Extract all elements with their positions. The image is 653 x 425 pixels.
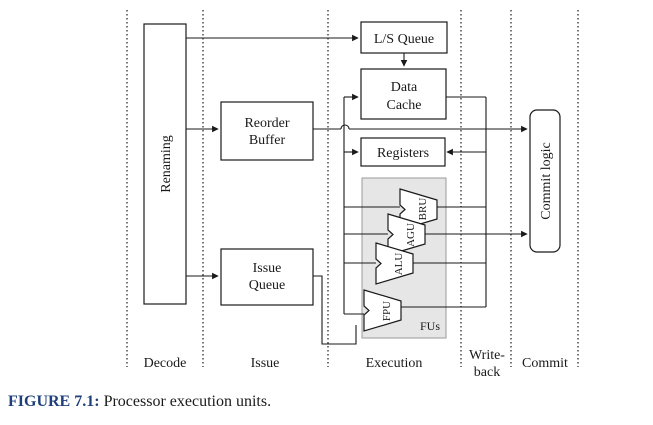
ls-queue-block: L/S Queue	[360, 21, 448, 54]
stage-labels: Decode Issue Execution Write- back Commi…	[144, 348, 568, 380]
stage-writeback-2: back	[474, 365, 500, 380]
figure-caption: FIGURE 7.1: Processor execution units.	[8, 393, 271, 411]
fus-label: FUs	[420, 319, 440, 333]
fpu-unit: FPU	[363, 289, 402, 332]
issue-queue-block: Issue Queue	[220, 248, 314, 306]
reorder-label-2: Buffer	[249, 133, 286, 148]
stage-writeback-1: Write-	[469, 348, 505, 363]
registers-label: Registers	[377, 146, 429, 161]
alu-label: ALU	[393, 253, 405, 276]
wiring	[186, 34, 528, 345]
stage-execution: Execution	[366, 356, 423, 371]
wire-rob-hop	[340, 124, 350, 130]
commit-logic-block: Commit logic	[529, 109, 561, 253]
data-cache-label-2: Cache	[387, 98, 422, 113]
data-cache-label-1: Data	[391, 80, 418, 95]
alu-unit: ALU	[375, 242, 414, 285]
wire-iq-fus	[313, 275, 357, 345]
reorder-label-1: Reorder	[244, 116, 289, 131]
stage-commit: Commit	[522, 356, 568, 371]
agu-label: AGU	[405, 223, 417, 247]
caption-text: Processor execution units.	[99, 393, 272, 410]
reorder-buffer-block: Reorder Buffer	[220, 101, 314, 161]
ls-queue-label: L/S Queue	[374, 32, 434, 47]
stage-decode: Decode	[144, 356, 187, 371]
issue-queue-label-1: Issue	[253, 261, 282, 276]
stage-issue: Issue	[251, 356, 280, 371]
data-cache-block: Data Cache	[360, 68, 447, 120]
functional-units: BRU AGU ALU FPU FUs	[363, 188, 440, 333]
commit-logic-label: Commit logic	[539, 142, 554, 219]
renaming-block: Renaming	[143, 23, 187, 305]
issue-queue-label-2: Queue	[249, 278, 286, 293]
renaming-label: Renaming	[159, 135, 174, 193]
bru-label: BRU	[417, 198, 429, 221]
fpu-label: FPU	[381, 301, 393, 321]
registers-block: Registers	[360, 137, 446, 167]
caption-label: FIGURE 7.1:	[8, 393, 100, 410]
